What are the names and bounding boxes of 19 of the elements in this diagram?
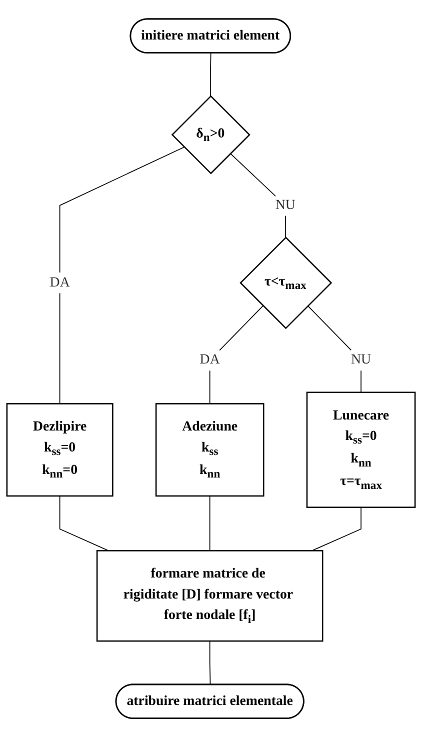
connector — [209, 640, 211, 686]
edge-label: DA — [200, 352, 220, 368]
node-box: Adeziune k$_{ss}$ k$_{nn}$ — [155, 402, 264, 497]
node-box: Lunecare k$_{ss}$=0 k$_{nn}$ τ=τ$_{max}$ — [306, 392, 416, 508]
node-diamond: τ<τ$_{max}$ — [240, 236, 332, 329]
connector — [209, 495, 210, 552]
connector — [59, 146, 185, 404]
edge-label: DA — [50, 274, 70, 290]
connector — [312, 506, 362, 552]
node-box: formare matrice de rigiditate [D] formare vector forte nodale [f$_{i}$] — [96, 550, 324, 642]
connector — [210, 52, 212, 96]
connector — [307, 305, 362, 393]
node-diamond: δ$_{n}$>0 — [171, 95, 250, 174]
node-box: Dezlipire k$_{ss}$=0 k$_{nn}$=0 — [6, 402, 114, 497]
connector — [209, 305, 264, 404]
connector — [59, 495, 109, 552]
connector — [230, 152, 286, 238]
edge-label: NU — [275, 198, 296, 212]
edge-label: NU — [351, 352, 372, 368]
